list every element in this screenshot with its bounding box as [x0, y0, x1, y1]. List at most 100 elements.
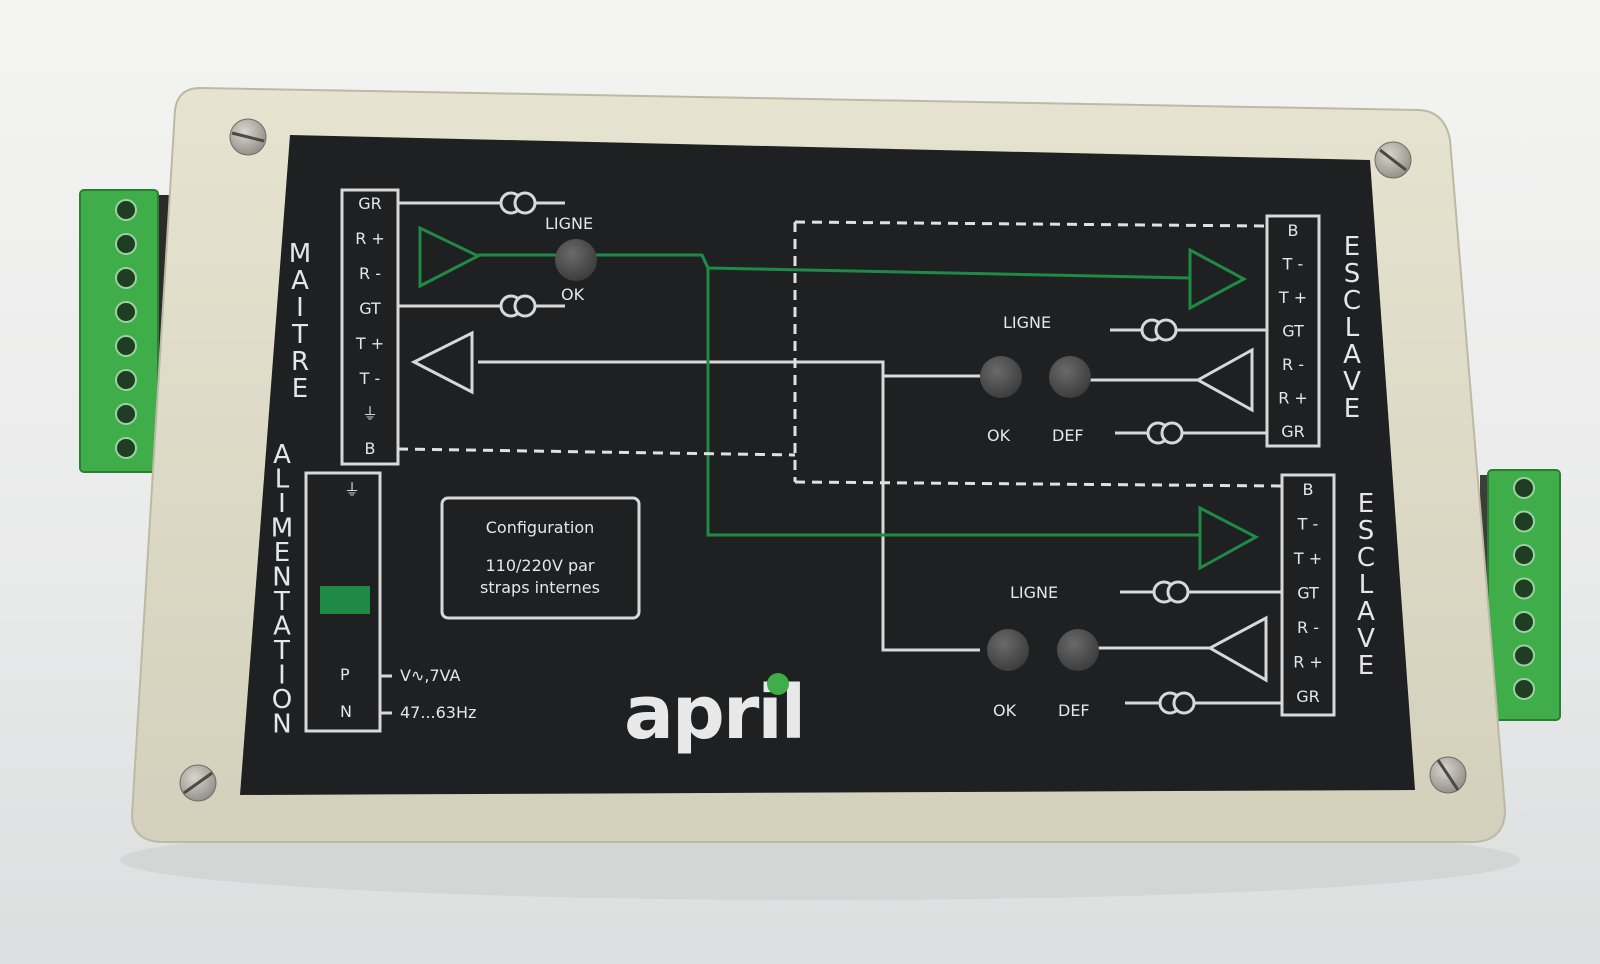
slave1-ok-led — [980, 356, 1022, 398]
slotted-screw-icon — [229, 118, 267, 156]
slotted-screw-icon — [1429, 756, 1467, 794]
terminal-label: ⏚ — [362, 404, 378, 423]
terminal-label: B — [365, 439, 376, 458]
slave2-ok-led — [987, 629, 1029, 671]
terminal-screw-hole[interactable] — [115, 403, 137, 425]
slotted-screw-icon — [179, 764, 217, 802]
title-letter: E — [1358, 489, 1374, 519]
bus-dashed-lines — [397, 220, 1283, 488]
title-letter: A — [291, 266, 309, 296]
master-ligne-led — [555, 239, 597, 281]
terminal-label: T + — [355, 334, 384, 353]
title-letter: M — [271, 514, 293, 544]
optocoupler-icon — [1152, 580, 1190, 604]
power-terminal-frame — [304, 471, 382, 733]
terminal-screw-hole[interactable] — [115, 369, 137, 391]
terminal-label: T - — [1297, 515, 1319, 534]
title-letter: L — [275, 465, 290, 495]
title-letter: E — [1344, 394, 1360, 424]
terminal-screw-hole[interactable] — [115, 301, 137, 323]
title-letter: N — [272, 710, 291, 740]
title-letter: R — [291, 347, 309, 377]
terminal-screw-hole[interactable] — [115, 335, 137, 357]
terminal-screw-hole[interactable] — [1513, 678, 1535, 700]
triangle-amplifier-icon — [410, 330, 474, 395]
title-letter: A — [1357, 597, 1375, 627]
title-letter: I — [278, 661, 286, 691]
label-panel — [240, 135, 1415, 795]
title-letter: N — [272, 563, 291, 593]
triangle-amplifier-icon — [1194, 347, 1254, 413]
title-letter: C — [1343, 286, 1361, 316]
terminal-label: R + — [1278, 389, 1308, 408]
title-letter: M — [289, 239, 311, 269]
title-letter: I — [278, 489, 286, 519]
terminal-label: GR — [1281, 422, 1305, 441]
terminal-screw-hole[interactable] — [1513, 544, 1535, 566]
slave2-led-label: LIGNE — [1010, 583, 1058, 602]
terminal-screw-hole[interactable] — [115, 437, 137, 459]
terminal-label: GT — [1282, 322, 1304, 341]
title-letter: E — [274, 538, 290, 568]
slave2-terminal-labels: BT -T +GTR -R +GR — [1293, 480, 1323, 706]
slave2-traces — [1098, 590, 1282, 705]
title-letter: T — [291, 320, 308, 350]
triangle-amplifier-icon — [1198, 505, 1260, 571]
slave2-def-led — [1057, 629, 1099, 671]
terminal-label: R + — [355, 229, 385, 248]
terminal-label: T + — [1293, 549, 1322, 568]
right-terminal-block[interactable] — [1480, 469, 1561, 721]
terminal-screw-hole[interactable] — [1513, 577, 1535, 600]
terminal-screw-hole[interactable] — [1513, 611, 1535, 633]
power-ground-symbol: ⏚ — [344, 480, 360, 499]
title-letter: T — [273, 636, 290, 666]
terminal-screw-hole[interactable] — [115, 199, 137, 221]
terminal-label: T - — [359, 369, 381, 388]
terminal-label: GT — [359, 299, 381, 318]
master-led-label-bottom: OK — [561, 285, 585, 304]
power-spec-freq: 47...63Hz — [400, 703, 476, 722]
slave1-led-ok: OK — [987, 426, 1011, 445]
title-letter: E — [1344, 232, 1360, 262]
title-letter: O — [272, 685, 292, 715]
config-line1: 110/220V par — [485, 556, 594, 575]
title-letter: V — [1343, 367, 1361, 397]
terminal-screw-hole[interactable] — [1513, 644, 1535, 667]
slave1-led-label: LIGNE — [1003, 313, 1051, 332]
terminal-label: B — [1303, 480, 1314, 499]
slave1-led-def: DEF — [1052, 426, 1084, 445]
terminal-label: B — [1288, 221, 1299, 240]
slave2-led-ok: OK — [993, 701, 1017, 720]
power-spec-voltage: V∿,7VA — [400, 666, 461, 685]
master-led-label-top: LIGNE — [545, 214, 593, 233]
master-terminal-frame — [340, 188, 400, 466]
terminal-label: R + — [1293, 653, 1323, 672]
terminal-label: GR — [358, 194, 382, 213]
terminal-screw-hole[interactable] — [115, 267, 137, 289]
config-line2: straps internes — [480, 578, 600, 597]
optocoupler-icon — [1146, 421, 1184, 445]
power-terminal-p: P — [340, 665, 350, 684]
master-terminal-labels: GRR +R -GTT +T -⏚B — [355, 194, 385, 458]
terminal-screw-hole[interactable] — [1513, 477, 1535, 499]
terminal-label: GT — [1297, 584, 1319, 603]
title-letter: E — [1358, 651, 1374, 681]
title-letter: S — [1344, 259, 1361, 289]
master-traces — [398, 201, 980, 652]
optocoupler-icon — [1158, 691, 1196, 715]
terminal-screw-hole[interactable] — [1513, 510, 1535, 533]
terminal-screw-hole[interactable] — [115, 233, 137, 255]
slave1-traces — [1090, 328, 1267, 435]
optocoupler-icon — [1140, 318, 1178, 342]
optocoupler-icon — [499, 294, 537, 318]
terminal-label: R - — [1297, 618, 1319, 637]
title-letter: A — [1343, 340, 1361, 370]
tx-trace-slave2 — [700, 254, 1200, 537]
title-letter: E — [292, 374, 308, 404]
slotted-screw-icon — [1374, 141, 1412, 179]
slave1-terminal-labels: BT -T +GTR -R +GR — [1278, 221, 1308, 441]
